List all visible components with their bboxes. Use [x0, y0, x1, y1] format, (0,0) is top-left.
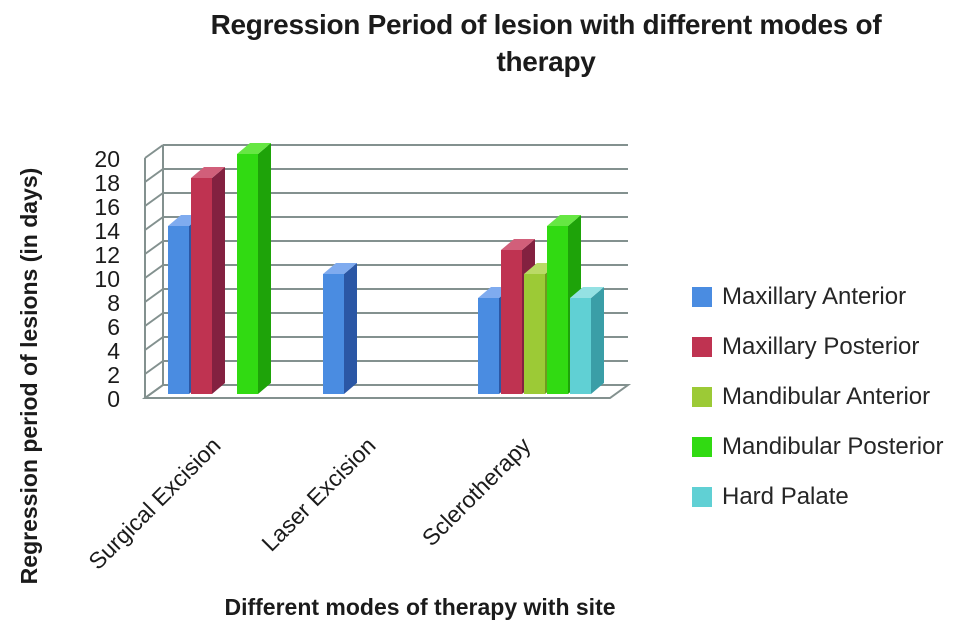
- legend-swatch-mandibular-anterior: [692, 387, 712, 407]
- bar-surgical-excision-maxillary-anterior: [168, 226, 189, 394]
- legend-item-hard-palate: Hard Palate: [692, 472, 943, 522]
- bar-surgical-excision-mandibular-posterior: [237, 154, 258, 394]
- y-tick-label-2: 2: [107, 362, 120, 388]
- legend-swatch-maxillary-posterior: [692, 337, 712, 357]
- y-tick-label-0: 0: [107, 386, 120, 412]
- y-tick-label-20: 20: [94, 146, 120, 172]
- left-wall-tick-18: [144, 168, 164, 183]
- bar-surgical-excision-mandibular-posterior-top: [237, 143, 271, 154]
- legend-item-maxillary-posterior: Maxillary Posterior: [692, 322, 943, 372]
- left-wall-tick-6: [144, 312, 164, 327]
- bar-surgical-excision-maxillary-posterior: [191, 178, 212, 394]
- bar-sclerotherapy-mandibular-posterior: [547, 226, 568, 394]
- y-tick-label-12: 12: [94, 242, 120, 268]
- category-label-sclerotherapy: Sclerotherapy: [417, 432, 536, 551]
- category-label-laser-excision: Laser Excision: [256, 432, 380, 556]
- legend-item-mandibular-anterior: Mandibular Anterior: [692, 372, 943, 422]
- bar-sclerotherapy-mandibular-anterior: [524, 274, 545, 394]
- y-tick-label-18: 18: [94, 170, 120, 196]
- y-tick-label-16: 16: [94, 194, 120, 220]
- x-axis-title: Different modes of therapy with site: [224, 594, 616, 620]
- legend-swatch-hard-palate: [692, 487, 712, 507]
- bar-laser-excision-maxillary-anterior: [323, 274, 344, 394]
- bar-surgical-excision-maxillary-posterior-top: [191, 167, 225, 178]
- left-wall-tick-14: [144, 216, 164, 231]
- left-wall-tick-10: [144, 264, 164, 279]
- left-wall-tick-4: [144, 336, 164, 351]
- bar-sclerotherapy-maxillary-posterior: [501, 250, 522, 394]
- bar-laser-excision-maxillary-anterior-top: [323, 263, 357, 274]
- y-tick-label-8: 8: [107, 290, 120, 316]
- left-wall-tick-16: [144, 192, 164, 207]
- chart-title-line-1: Regression Period of lesion with differe…: [210, 9, 882, 40]
- category-label-surgical-excision: Surgical Excision: [83, 432, 225, 574]
- legend-label-maxillary-anterior: Maxillary Anterior: [722, 283, 907, 310]
- bar-sclerotherapy-mandibular-posterior-top: [547, 215, 581, 226]
- legend-item-maxillary-anterior: Maxillary Anterior: [692, 272, 943, 322]
- legend-item-mandibular-posterior: Mandibular Posterior: [692, 422, 943, 472]
- legend-label-maxillary-posterior: Maxillary Posterior: [722, 333, 920, 360]
- y-tick-label-6: 6: [107, 314, 120, 340]
- legend-label-hard-palate: Hard Palate: [722, 483, 849, 510]
- chart-title: Regression Period of lesion with differe…: [170, 6, 922, 80]
- left-wall-tick-2: [144, 360, 164, 375]
- floor: [141, 384, 632, 399]
- bar-sclerotherapy-maxillary-anterior: [478, 298, 499, 394]
- chart-title-line-2: therapy: [496, 46, 596, 77]
- y-tick-label-4: 4: [107, 338, 120, 364]
- left-wall-tick-20: [144, 144, 164, 159]
- bar-sclerotherapy-hard-palate: [570, 298, 591, 394]
- bar-sclerotherapy-hard-palate-side: [591, 287, 604, 394]
- bar-sclerotherapy-maxillary-posterior-top: [501, 239, 535, 250]
- bar-surgical-excision-mandibular-posterior-side: [258, 143, 271, 394]
- y-tick-label-10: 10: [94, 266, 120, 292]
- y-tick-label-14: 14: [94, 218, 120, 244]
- left-wall-tick-12: [144, 240, 164, 255]
- bar-laser-excision-maxillary-anterior-side: [344, 263, 357, 394]
- bar-surgical-excision-maxillary-posterior-side: [212, 167, 225, 394]
- legend-swatch-maxillary-anterior: [692, 287, 712, 307]
- bar-sclerotherapy-hard-palate-top: [570, 287, 604, 298]
- legend-swatch-mandibular-posterior: [692, 437, 712, 457]
- legend-label-mandibular-anterior: Mandibular Anterior: [722, 383, 931, 410]
- legend-label-mandibular-posterior: Mandibular Posterior: [722, 433, 944, 460]
- left-wall-tick-8: [144, 288, 164, 303]
